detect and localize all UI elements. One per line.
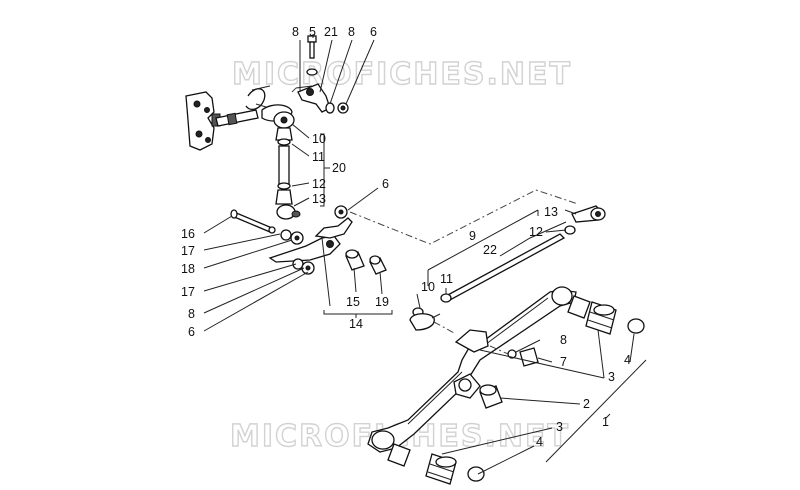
callout-4: 4 bbox=[624, 353, 631, 367]
callout-6: 6 bbox=[382, 177, 389, 191]
gearbox-bracket bbox=[185, 91, 221, 151]
callout-6: 6 bbox=[188, 325, 195, 339]
bushing-2-nut-7 bbox=[479, 347, 539, 409]
callout-20: 20 bbox=[332, 161, 346, 175]
callout-7: 7 bbox=[560, 355, 567, 369]
callout-17: 17 bbox=[181, 285, 195, 299]
callout-22: 22 bbox=[483, 243, 497, 257]
callout-2: 2 bbox=[583, 397, 590, 411]
gear-lever-assembly bbox=[230, 205, 353, 275]
upper-linkage-rod bbox=[273, 111, 301, 220]
callout-9: 9 bbox=[469, 229, 476, 243]
callout-13: 13 bbox=[544, 205, 558, 219]
callout-15: 15 bbox=[346, 295, 360, 309]
callout-17: 17 bbox=[181, 244, 195, 258]
callout-labels: 8 5 21 8 6 10 11 20 12 13 6 16 17 18 17 … bbox=[181, 25, 631, 449]
callout-11: 11 bbox=[312, 150, 325, 164]
callout-21: 21 bbox=[324, 25, 338, 39]
callout-12: 12 bbox=[529, 225, 543, 239]
callout-14: 14 bbox=[349, 317, 363, 331]
callout-8: 8 bbox=[348, 25, 355, 39]
callout-8: 8 bbox=[560, 333, 567, 347]
callout-11: 11 bbox=[440, 272, 453, 286]
callout-18: 18 bbox=[181, 262, 195, 276]
long-linkage-rod bbox=[409, 205, 606, 331]
callout-3: 3 bbox=[556, 420, 563, 434]
callout-1: 1 bbox=[602, 415, 609, 429]
callout-5: 5 bbox=[309, 25, 316, 39]
watermark-top: MICROFICHES.NET bbox=[232, 57, 572, 92]
upper-shift-lever bbox=[295, 35, 349, 114]
callout-12: 12 bbox=[312, 177, 326, 191]
upper-pedal-rubber bbox=[567, 295, 645, 335]
main-gear-lever bbox=[367, 286, 577, 453]
callout-4: 4 bbox=[536, 435, 543, 449]
callout-13: 13 bbox=[312, 192, 326, 206]
callout-6: 6 bbox=[370, 25, 377, 39]
callout-8: 8 bbox=[292, 25, 299, 39]
center-lines bbox=[291, 87, 579, 355]
bushings-15-19 bbox=[345, 249, 387, 275]
callout-3: 3 bbox=[608, 370, 615, 384]
callout-16: 16 bbox=[181, 227, 195, 241]
callout-10: 10 bbox=[312, 132, 326, 146]
lower-pedal-rubber bbox=[387, 443, 485, 485]
callout-8: 8 bbox=[188, 307, 195, 321]
leader-lines bbox=[203, 34, 647, 475]
shift-shaft bbox=[215, 85, 293, 127]
callout-10: 10 bbox=[421, 280, 435, 294]
callout-19: 19 bbox=[375, 295, 389, 309]
